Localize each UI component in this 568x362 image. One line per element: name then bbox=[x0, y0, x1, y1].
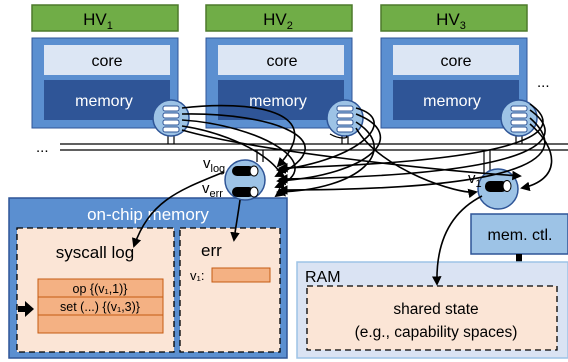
syscall-log-entry-1-text: op {(v₁,1)} bbox=[73, 282, 128, 296]
err-field-label: v₁: bbox=[190, 268, 205, 283]
hv3-header bbox=[380, 4, 528, 32]
shared-state-panel bbox=[306, 285, 558, 351]
buffer-verr-label: verr bbox=[202, 180, 223, 200]
onchip-memory-title: on-chip memory bbox=[87, 205, 209, 224]
log-pointer-arrow-icon bbox=[18, 301, 34, 317]
hv3-memory bbox=[393, 80, 519, 120]
hv3-memory-label: memory bbox=[423, 93, 481, 110]
hv1-memory-label: memory bbox=[75, 93, 133, 110]
hv1-queue-disc bbox=[152, 99, 190, 137]
hv3-title: HV3 bbox=[436, 10, 466, 32]
syscall-log-entry-3 bbox=[37, 314, 164, 334]
hv3-core bbox=[393, 45, 519, 75]
hv2-memory-label: memory bbox=[249, 93, 307, 110]
hypervisor-2: HV2 core memory bbox=[205, 4, 353, 129]
mem-ctl-connector bbox=[516, 254, 522, 262]
hv2-memory bbox=[218, 80, 344, 120]
hv2-core-label: core bbox=[266, 53, 297, 70]
hv2-title: HV2 bbox=[263, 10, 293, 32]
shared-state-line-1: shared state bbox=[393, 301, 478, 318]
hypervisor-1: HV1 core memory bbox=[31, 4, 179, 129]
err-panel bbox=[179, 227, 281, 353]
onchip-memory-block: on-chip memory syscall log op {(v₁,1)} s… bbox=[8, 197, 288, 359]
syscall-log-entry-2-text: set (...) {(v₁,3)} bbox=[60, 300, 140, 314]
hv3-core-label: core bbox=[440, 53, 471, 70]
hv1-memory bbox=[44, 80, 170, 120]
hv2-queue-disc bbox=[326, 99, 364, 137]
err-title: err bbox=[201, 241, 222, 260]
hv-ellipsis-right: ... bbox=[537, 74, 550, 91]
hv1-core bbox=[44, 45, 170, 75]
bus-ellipsis-left: ... bbox=[36, 139, 49, 156]
syscall-log-title: syscall log bbox=[56, 243, 134, 262]
err-field-value bbox=[211, 267, 271, 283]
ram-title: RAM bbox=[305, 269, 341, 286]
hv2-header bbox=[205, 4, 353, 32]
shared-state-line-2: (e.g., capability spaces) bbox=[355, 324, 518, 341]
hv1-title: HV1 bbox=[83, 10, 113, 32]
interconnect-bus bbox=[60, 136, 568, 175]
v1-buffer-disc bbox=[477, 168, 519, 210]
hv1-header bbox=[31, 4, 179, 32]
hv1-core-label: core bbox=[91, 53, 122, 70]
buffer-vlog-label: vlog bbox=[203, 155, 225, 175]
log-err-buffer-disc bbox=[224, 159, 266, 201]
hv3-queue-disc bbox=[500, 99, 538, 137]
request-arrows bbox=[131, 103, 553, 286]
mem-ctl-label: mem. ctl. bbox=[488, 227, 553, 244]
hv2-core bbox=[218, 45, 344, 75]
